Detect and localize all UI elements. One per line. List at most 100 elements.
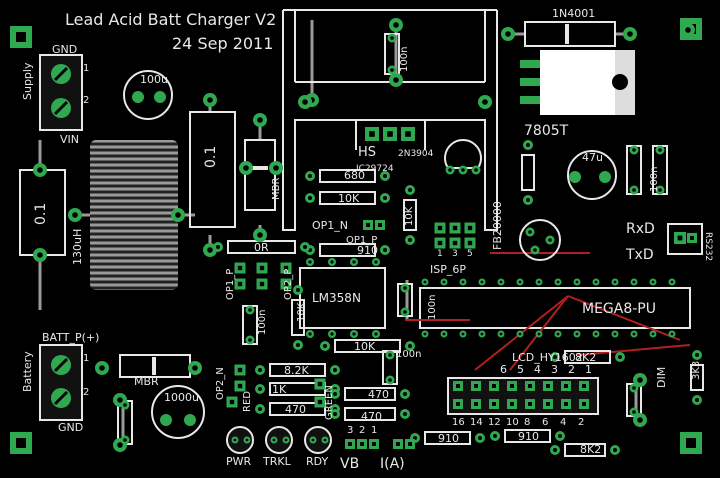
heatsink-outline <box>282 9 498 231</box>
label-heatsink: HS <box>358 145 377 160</box>
label-lm358: LM358N <box>312 291 361 305</box>
pin-number-label: 5 <box>517 363 524 376</box>
label-op2p: OP2_P <box>283 268 294 300</box>
resistor-outline <box>564 350 611 364</box>
pin-1-battery: 1 <box>83 353 90 364</box>
label-op1n: OP1_N <box>312 219 349 232</box>
label-c100n-right: 100n <box>649 166 660 192</box>
pin-2-battery: 2 <box>83 387 90 398</box>
pin-number-label: 2 <box>578 417 585 428</box>
label-c100n-top: 100n <box>399 46 410 72</box>
label-rxd: RxD <box>626 221 655 237</box>
pin-number-label: 1 <box>371 425 378 436</box>
label-mbr-top: MBR <box>271 177 282 200</box>
label-r0r: 0R <box>254 241 269 254</box>
rs232-outline <box>667 223 703 255</box>
pin-number-label: 3 <box>452 249 458 259</box>
label-rs232: RS232 <box>703 232 713 262</box>
label-ic29724: IC29724 <box>356 164 394 174</box>
label-vb: VB <box>340 456 360 472</box>
resistor-outline <box>403 199 417 231</box>
label-mega8: MEGA8-PU <box>582 301 656 317</box>
regulator-7805 <box>520 50 635 115</box>
label-battery: Battery <box>21 351 34 392</box>
resistor-outline <box>319 243 376 257</box>
pin-number-label: 4 <box>560 417 567 428</box>
label-transistor: 2N3904 <box>398 149 434 159</box>
label-cap-1000u: 1000u <box>164 391 199 404</box>
pin-number-label: 12 <box>488 417 501 428</box>
board-title: Lead Acid Batt Charger V2 <box>65 10 277 29</box>
label-r3k3: 3K3 <box>691 360 702 380</box>
resistor-outline <box>269 402 326 416</box>
label-op1p: OP1_P <box>346 235 378 246</box>
resistor-outline <box>564 443 606 457</box>
led-outlines <box>226 426 332 454</box>
resistor-outline <box>344 387 396 401</box>
label-r10k-c: 10K <box>296 302 307 322</box>
ic-packages <box>299 267 691 329</box>
label-dim: DIM <box>655 366 668 388</box>
label-r910-b: 910 <box>438 432 459 445</box>
label-isp: ISP_6P <box>430 263 466 276</box>
label-r470: 470 <box>285 403 306 416</box>
resistor-outline <box>319 169 376 183</box>
pin-number-label: 3 <box>551 363 558 376</box>
label-gnd-bot: GND <box>58 421 84 434</box>
terminal-blocks <box>39 54 83 421</box>
pin-number-label: 1 <box>437 249 443 259</box>
label-op1p-left: OP1_P <box>225 268 236 300</box>
label-shunt-b: 0.1 <box>203 145 219 168</box>
label-r10k-a: 10K <box>338 192 360 205</box>
label-r8k2-c: 8K2 <box>580 443 602 456</box>
pin-number-label: 8 <box>524 417 531 428</box>
label-supply: Supply <box>21 62 34 101</box>
small-components <box>117 24 704 457</box>
label-txd: TxD <box>626 247 654 263</box>
pin-number-label: 10 <box>506 417 519 428</box>
board-date: 24 Sep 2011 <box>172 34 274 53</box>
resistor-outline <box>319 191 376 205</box>
label-trkl: TRKL <box>263 455 291 468</box>
lcd-header <box>447 377 599 415</box>
pin-number-label: 2 <box>359 425 366 436</box>
label-vin: VIN <box>60 133 79 146</box>
label-mbr-bot: MBR <box>134 375 159 388</box>
resistor-outline <box>344 407 396 421</box>
label-cap-47u: 47u <box>582 151 603 164</box>
label-cap-100u: 100u <box>140 73 168 86</box>
transistor-outline <box>444 139 482 169</box>
label-lcd: LCD_HY1602 <box>512 351 583 364</box>
label-red: RED <box>242 391 253 412</box>
pin-1-supply: 1 <box>83 63 90 74</box>
label-pwr: PWR <box>226 455 252 468</box>
pin-number-label: 16 <box>452 417 465 428</box>
label-ia: I(A) <box>380 456 405 472</box>
label-inductor: 130uH <box>71 228 84 265</box>
label-r10k-vert: 10K <box>404 206 415 226</box>
label-c100n-mid: 100n <box>427 294 438 320</box>
label-r680: 680 <box>344 169 365 182</box>
label-r8k2-b: 8K2 <box>575 351 597 364</box>
solder-pads <box>33 18 702 455</box>
resistor-outline <box>291 299 305 336</box>
label-1n4001: 1N4001 <box>552 7 596 20</box>
pin-number-label: 3 <box>347 425 354 436</box>
resistor-outline <box>521 154 535 191</box>
label-r8k2: 8.2K <box>284 364 309 377</box>
resistor-outline <box>269 363 326 377</box>
trimmer-outline <box>519 219 561 261</box>
pin-number-label: 1 <box>585 363 592 376</box>
pin-number-label: 2 <box>568 363 575 376</box>
pin-2-supply: 2 <box>83 95 90 106</box>
label-r470-c: 470 <box>361 410 382 423</box>
label-green: GREEN <box>324 385 335 420</box>
resistor-outline <box>334 339 401 353</box>
label-shunt-a: 0.1 <box>33 202 49 225</box>
pin-number-label: 5 <box>467 249 473 259</box>
resistor-outline <box>424 431 471 445</box>
label-gnd-top: GND <box>52 43 78 56</box>
pin-number-label: 6 <box>500 363 507 376</box>
